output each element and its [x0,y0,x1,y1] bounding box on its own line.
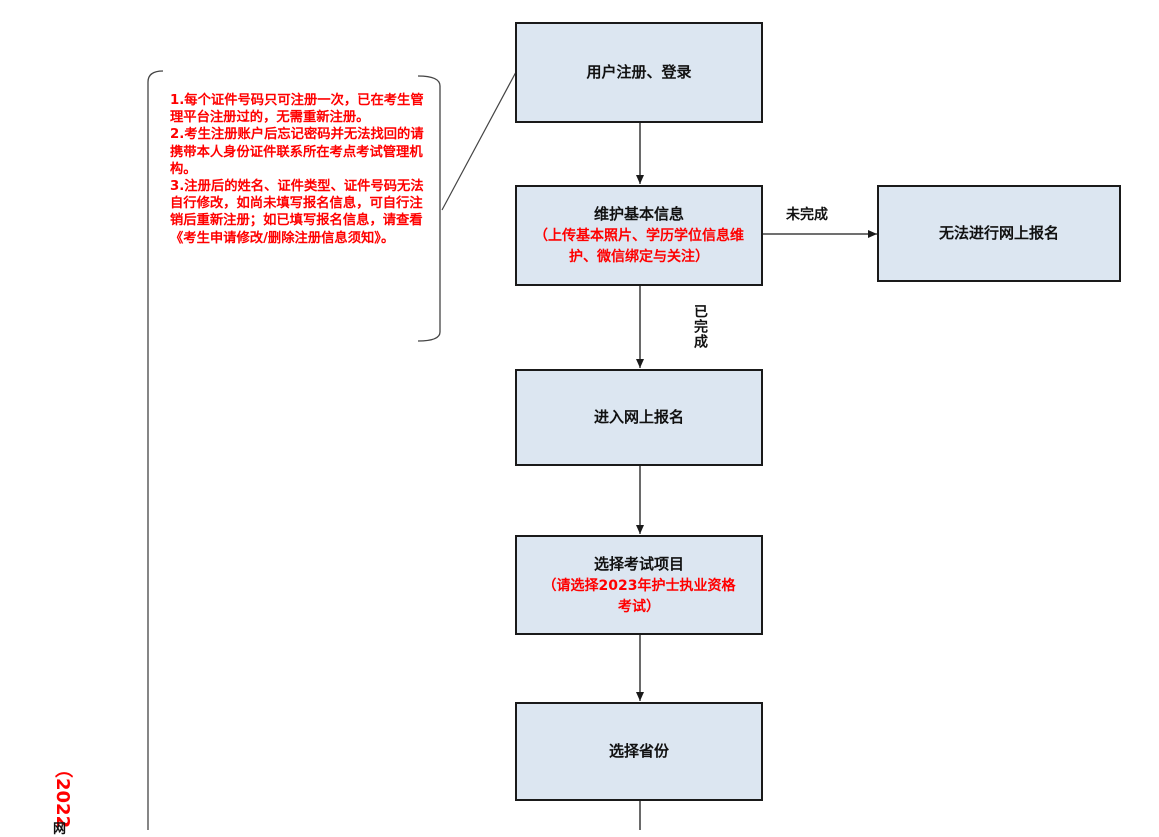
enter-registration-label: 进入网上报名 [593,408,684,426]
maintain-info-subtitle: （上传基本照片、学历学位信息维护、微信绑定与关注） [534,228,744,265]
select-exam-subtitle: （请选择2023年护士执业资格考试） [542,577,736,615]
notes-brace-right [417,75,441,342]
select-province-box: 选择省份 [515,702,763,801]
note-item: 2.考生注册账户后忘记密码并无法找回的请携带本人身份证件联系所在考点考试管理机构… [170,127,424,177]
complete-label-text: 已完成 [692,304,708,349]
maintain-info-title: 维护基本信息 [593,205,684,223]
complete-label: 已完成 [660,304,708,349]
callout-line [441,71,517,211]
maintain-info-box: 维护基本信息 （上传基本照片、学历学位信息维护、微信绑定与关注） [515,185,763,286]
note-item: 1.每个证件号码只可注册一次，已在考生管理平台注册过的，无需重新注册。 [170,93,424,126]
incomplete-label: 未完成 [786,207,828,223]
select-exam-title: 选择考试项目 [593,554,684,573]
enter-registration-box: 进入网上报名 [515,369,763,466]
notes-brace-left [147,70,164,830]
select-exam-box: 选择考试项目 （请选择2023年护士执业资格考试） [515,535,763,635]
select-province-label: 选择省份 [608,742,669,760]
register-label: 用户注册、登录 [586,63,692,81]
cannot-register-label: 无法进行网上报名 [938,224,1059,242]
side-text-net: 网 [53,822,67,837]
registration-notes: 1.每个证件号码只可注册一次，已在考生管理平台注册过的，无需重新注册。 2.考生… [170,92,432,247]
cannot-register-box: 无法进行网上报名 [877,185,1121,282]
note-item: 3.注册后的姓名、证件类型、证件号码无法自行修改，如尚未填写报名信息，可自行注销… [170,179,424,246]
register-box: 用户注册、登录 [515,22,763,123]
